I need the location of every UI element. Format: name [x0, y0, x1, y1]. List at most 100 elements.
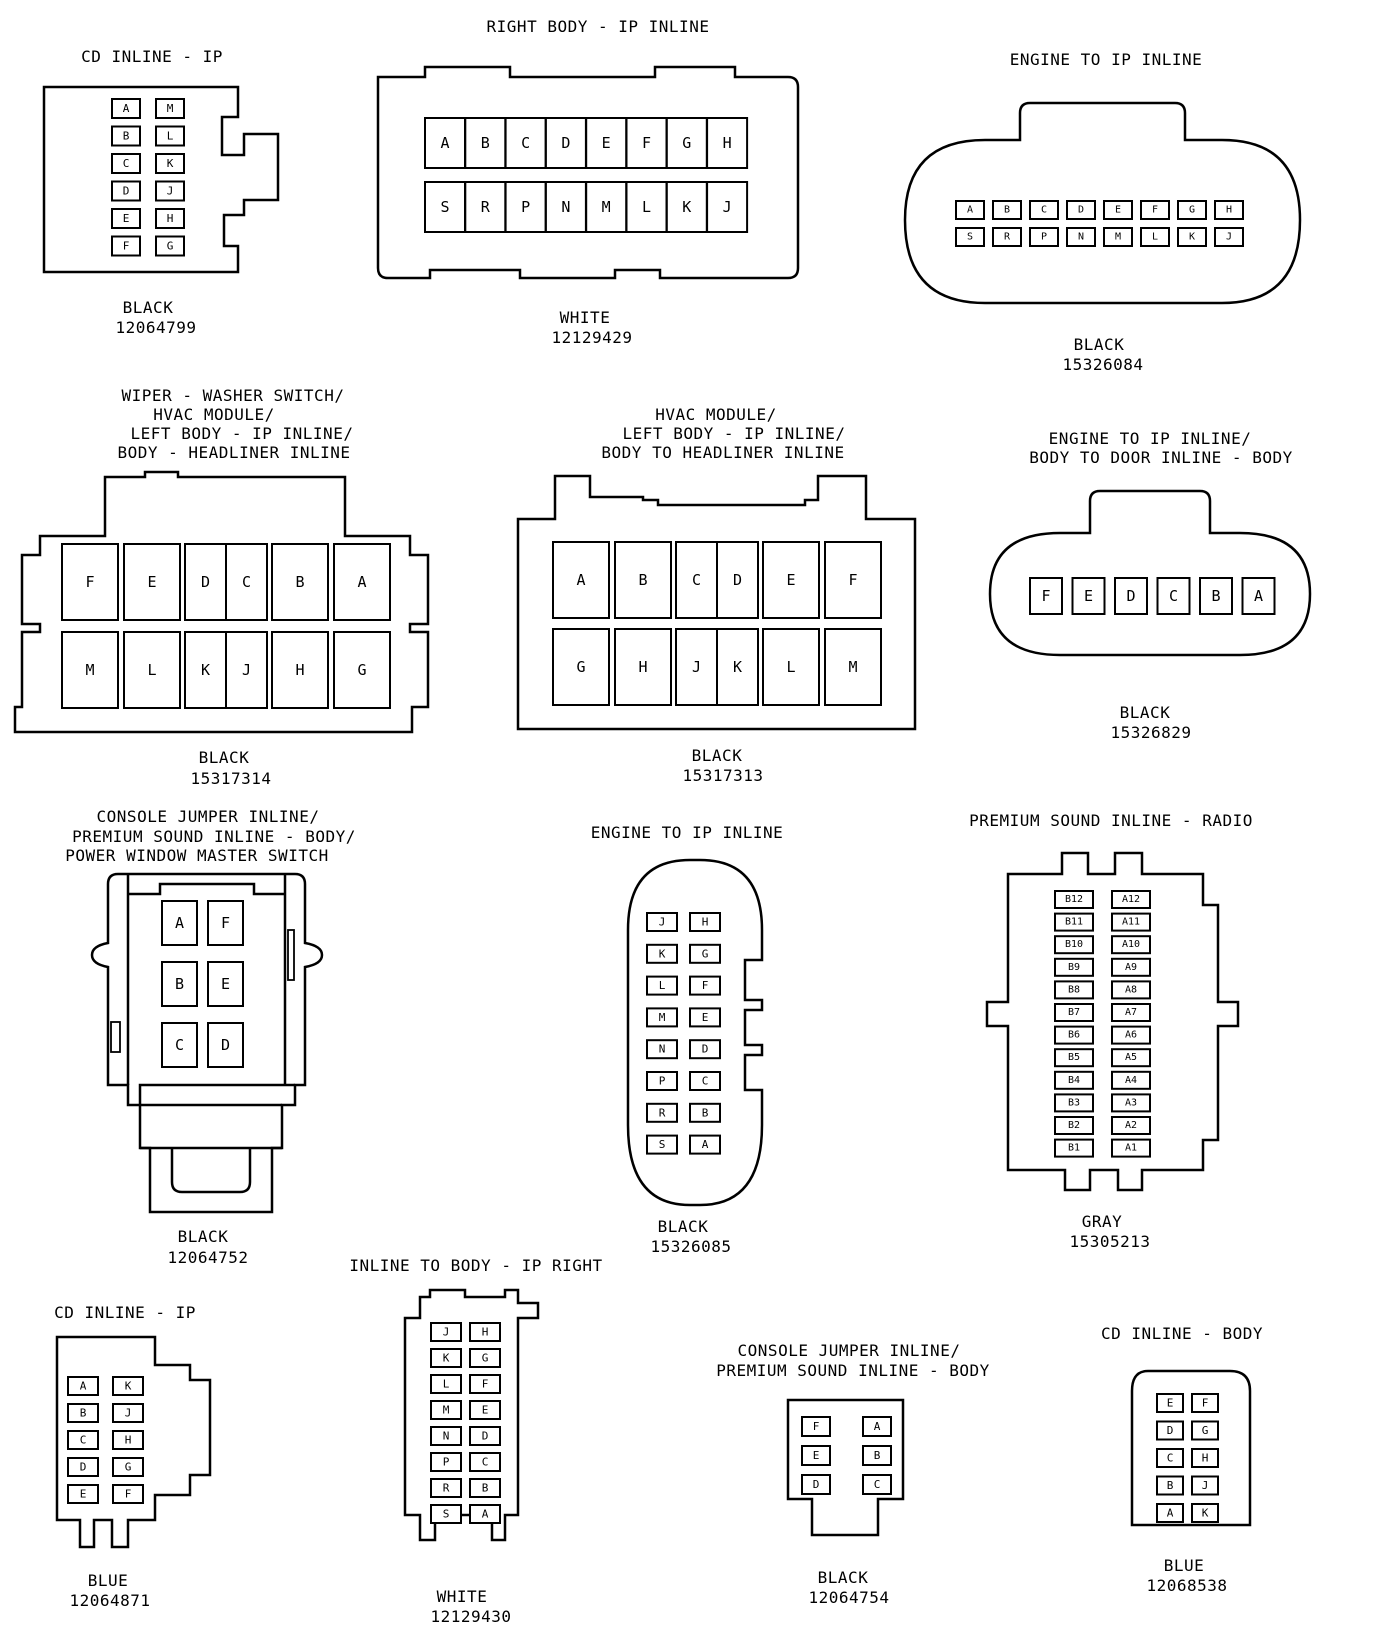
c9-pin-cavity-b11 — [1054, 912, 1094, 932]
c1-pin-cavity-j — [155, 180, 185, 202]
c8-pin-cavity-n — [646, 1039, 678, 1060]
c2-pin-label-r: R — [481, 198, 491, 216]
connector-c6: ENGINE TO IP INLINE/ BODY TO DOOR INLINE… — [988, 429, 1312, 742]
c9-pin-label-a9: A9 — [1125, 962, 1137, 973]
c11-pin-label-b: B — [482, 1482, 489, 1495]
c8-pin-label-s: S — [659, 1138, 666, 1151]
c4-pin-cavity-g — [333, 631, 391, 709]
c8-pin-label-e: E — [702, 1011, 709, 1024]
c7-title-line-2: PREMIUM SOUND INLINE - BODY/ — [72, 827, 356, 846]
c1-pin-label-j: J — [167, 185, 174, 198]
c8-pin-cavity-p — [646, 1071, 678, 1091]
c2-pin-label-g: G — [682, 134, 691, 152]
c13-pin-label-d: D — [1167, 1424, 1174, 1437]
c3-pin-cavity-p — [1029, 227, 1059, 247]
c4-pin-label-b: B — [295, 573, 304, 591]
c8-pin-label-j: J — [659, 916, 666, 929]
c9-pin-cavity-b5 — [1054, 1048, 1094, 1068]
c6-pin-cavity-b — [1199, 577, 1233, 615]
c2-pin-cavity-p — [504, 181, 547, 233]
c10-pin-label-a: A — [80, 1380, 87, 1393]
c11-pin-cavity-m — [430, 1400, 462, 1420]
c8-pin-label-m: M — [659, 1011, 666, 1024]
c3-color: BLACK — [1074, 335, 1125, 354]
c8-pin-label-b: B — [702, 1106, 709, 1119]
c8-pin-label-d: D — [702, 1043, 709, 1056]
c7-title-line-3: POWER WINDOW MASTER SWITCH — [65, 846, 328, 865]
c11-pin-cavity-e — [469, 1400, 501, 1420]
c10-pin-label-h: H — [125, 1434, 132, 1447]
c6-pin-cavity-d — [1114, 577, 1148, 615]
c8-pin-cavity-a — [689, 1134, 721, 1155]
c6-pin-label-a: A — [1254, 587, 1263, 605]
c13-pin-label-e: E — [1167, 1397, 1174, 1410]
c4-pin-cavity-a — [333, 543, 391, 621]
c4-pin-cavity-m — [61, 631, 119, 709]
c10-pin-cavity-j — [112, 1403, 144, 1423]
c6-shell — [988, 489, 1312, 657]
c8-pin-label-f: F — [702, 979, 709, 992]
c9-pin-cavity-b12 — [1054, 890, 1094, 909]
c9-pin-label-b1: B1 — [1068, 1143, 1080, 1154]
c11-pin-cavity-n — [430, 1426, 462, 1446]
c10-pin-cavity-h — [112, 1430, 144, 1450]
c9-part-number: 15305213 — [1069, 1232, 1150, 1251]
c5-title-line-3: BODY TO HEADLINER INLINE — [601, 443, 844, 462]
c1-pin-label-g: G — [167, 240, 174, 253]
c8-pin-cavity-b — [689, 1102, 721, 1123]
c3-pin-label-j: J — [1226, 232, 1232, 243]
c6-color: BLACK — [1120, 703, 1171, 722]
c11-pin-cavity-l — [430, 1374, 462, 1394]
c10-pin-label-d: D — [80, 1461, 87, 1474]
c3-title-line-1: ENGINE TO IP INLINE — [1010, 50, 1203, 69]
c11-pin-label-e: E — [482, 1404, 489, 1417]
c1-pin-cavity-e — [111, 208, 141, 229]
c5-pin-cavity-l — [762, 628, 820, 706]
c8-pin-label-r: R — [659, 1106, 666, 1119]
c10-pin-cavity-k — [112, 1376, 144, 1396]
connector-c7: CONSOLE JUMPER INLINE/ PREMIUM SOUND INL… — [65, 807, 356, 1267]
c9-pin-cavity-b10 — [1054, 935, 1094, 955]
c5-pin-label-c: C — [692, 571, 701, 589]
c5-pin-cavity-c — [675, 541, 718, 619]
c9-pin-cavity-a9 — [1111, 957, 1151, 977]
c9-pin-cavity-b6 — [1054, 1025, 1094, 1045]
c4-title-line-4: BODY - HEADLINER INLINE — [117, 443, 350, 462]
c11-pin-cavity-r — [430, 1478, 462, 1498]
c12-pin-cavity-e — [801, 1445, 831, 1466]
c4-color: BLACK — [199, 748, 250, 767]
c4-pin-cavity-j — [225, 631, 268, 709]
c5-part-number: 15317313 — [682, 766, 763, 785]
c10-pin-label-g: G — [125, 1461, 132, 1474]
c9-pin-cavity-a7 — [1111, 1003, 1151, 1022]
c12-color: BLACK — [818, 1568, 869, 1587]
c1-pin-label-f: F — [123, 240, 130, 253]
c7-inner-lines — [126, 874, 295, 1194]
c8-pin-cavity-s — [646, 1134, 678, 1155]
c8-pin-cavity-j — [646, 912, 678, 932]
c12-part-number: 12064754 — [808, 1588, 889, 1607]
c10-pin-cavity-a — [67, 1376, 99, 1396]
c11-color: WHITE — [437, 1587, 488, 1606]
c8-pin-label-h: H — [702, 916, 709, 929]
c2-pin-label-p: P — [521, 198, 530, 216]
c11-pin-label-c: C — [482, 1456, 489, 1469]
c10-pin-label-j: J — [125, 1407, 132, 1420]
c4-pin-label-e: E — [147, 573, 156, 591]
c4-pin-cavity-f — [61, 543, 119, 621]
c5-title-line-1: HVAC MODULE/ — [655, 405, 777, 424]
c3-pin-cavity-b — [992, 200, 1022, 220]
c2-pin-label-a: A — [440, 134, 449, 152]
c7-pin-label-a: A — [175, 914, 184, 932]
c11-pin-cavity-g — [469, 1348, 501, 1368]
c13-pin-label-f: F — [1202, 1397, 1209, 1410]
c7-side-latch — [110, 1021, 121, 1053]
c9-pin-label-a11: A11 — [1122, 917, 1140, 928]
c9-pin-label-a10: A10 — [1122, 939, 1140, 950]
c9-pin-cavity-b3 — [1054, 1093, 1094, 1113]
